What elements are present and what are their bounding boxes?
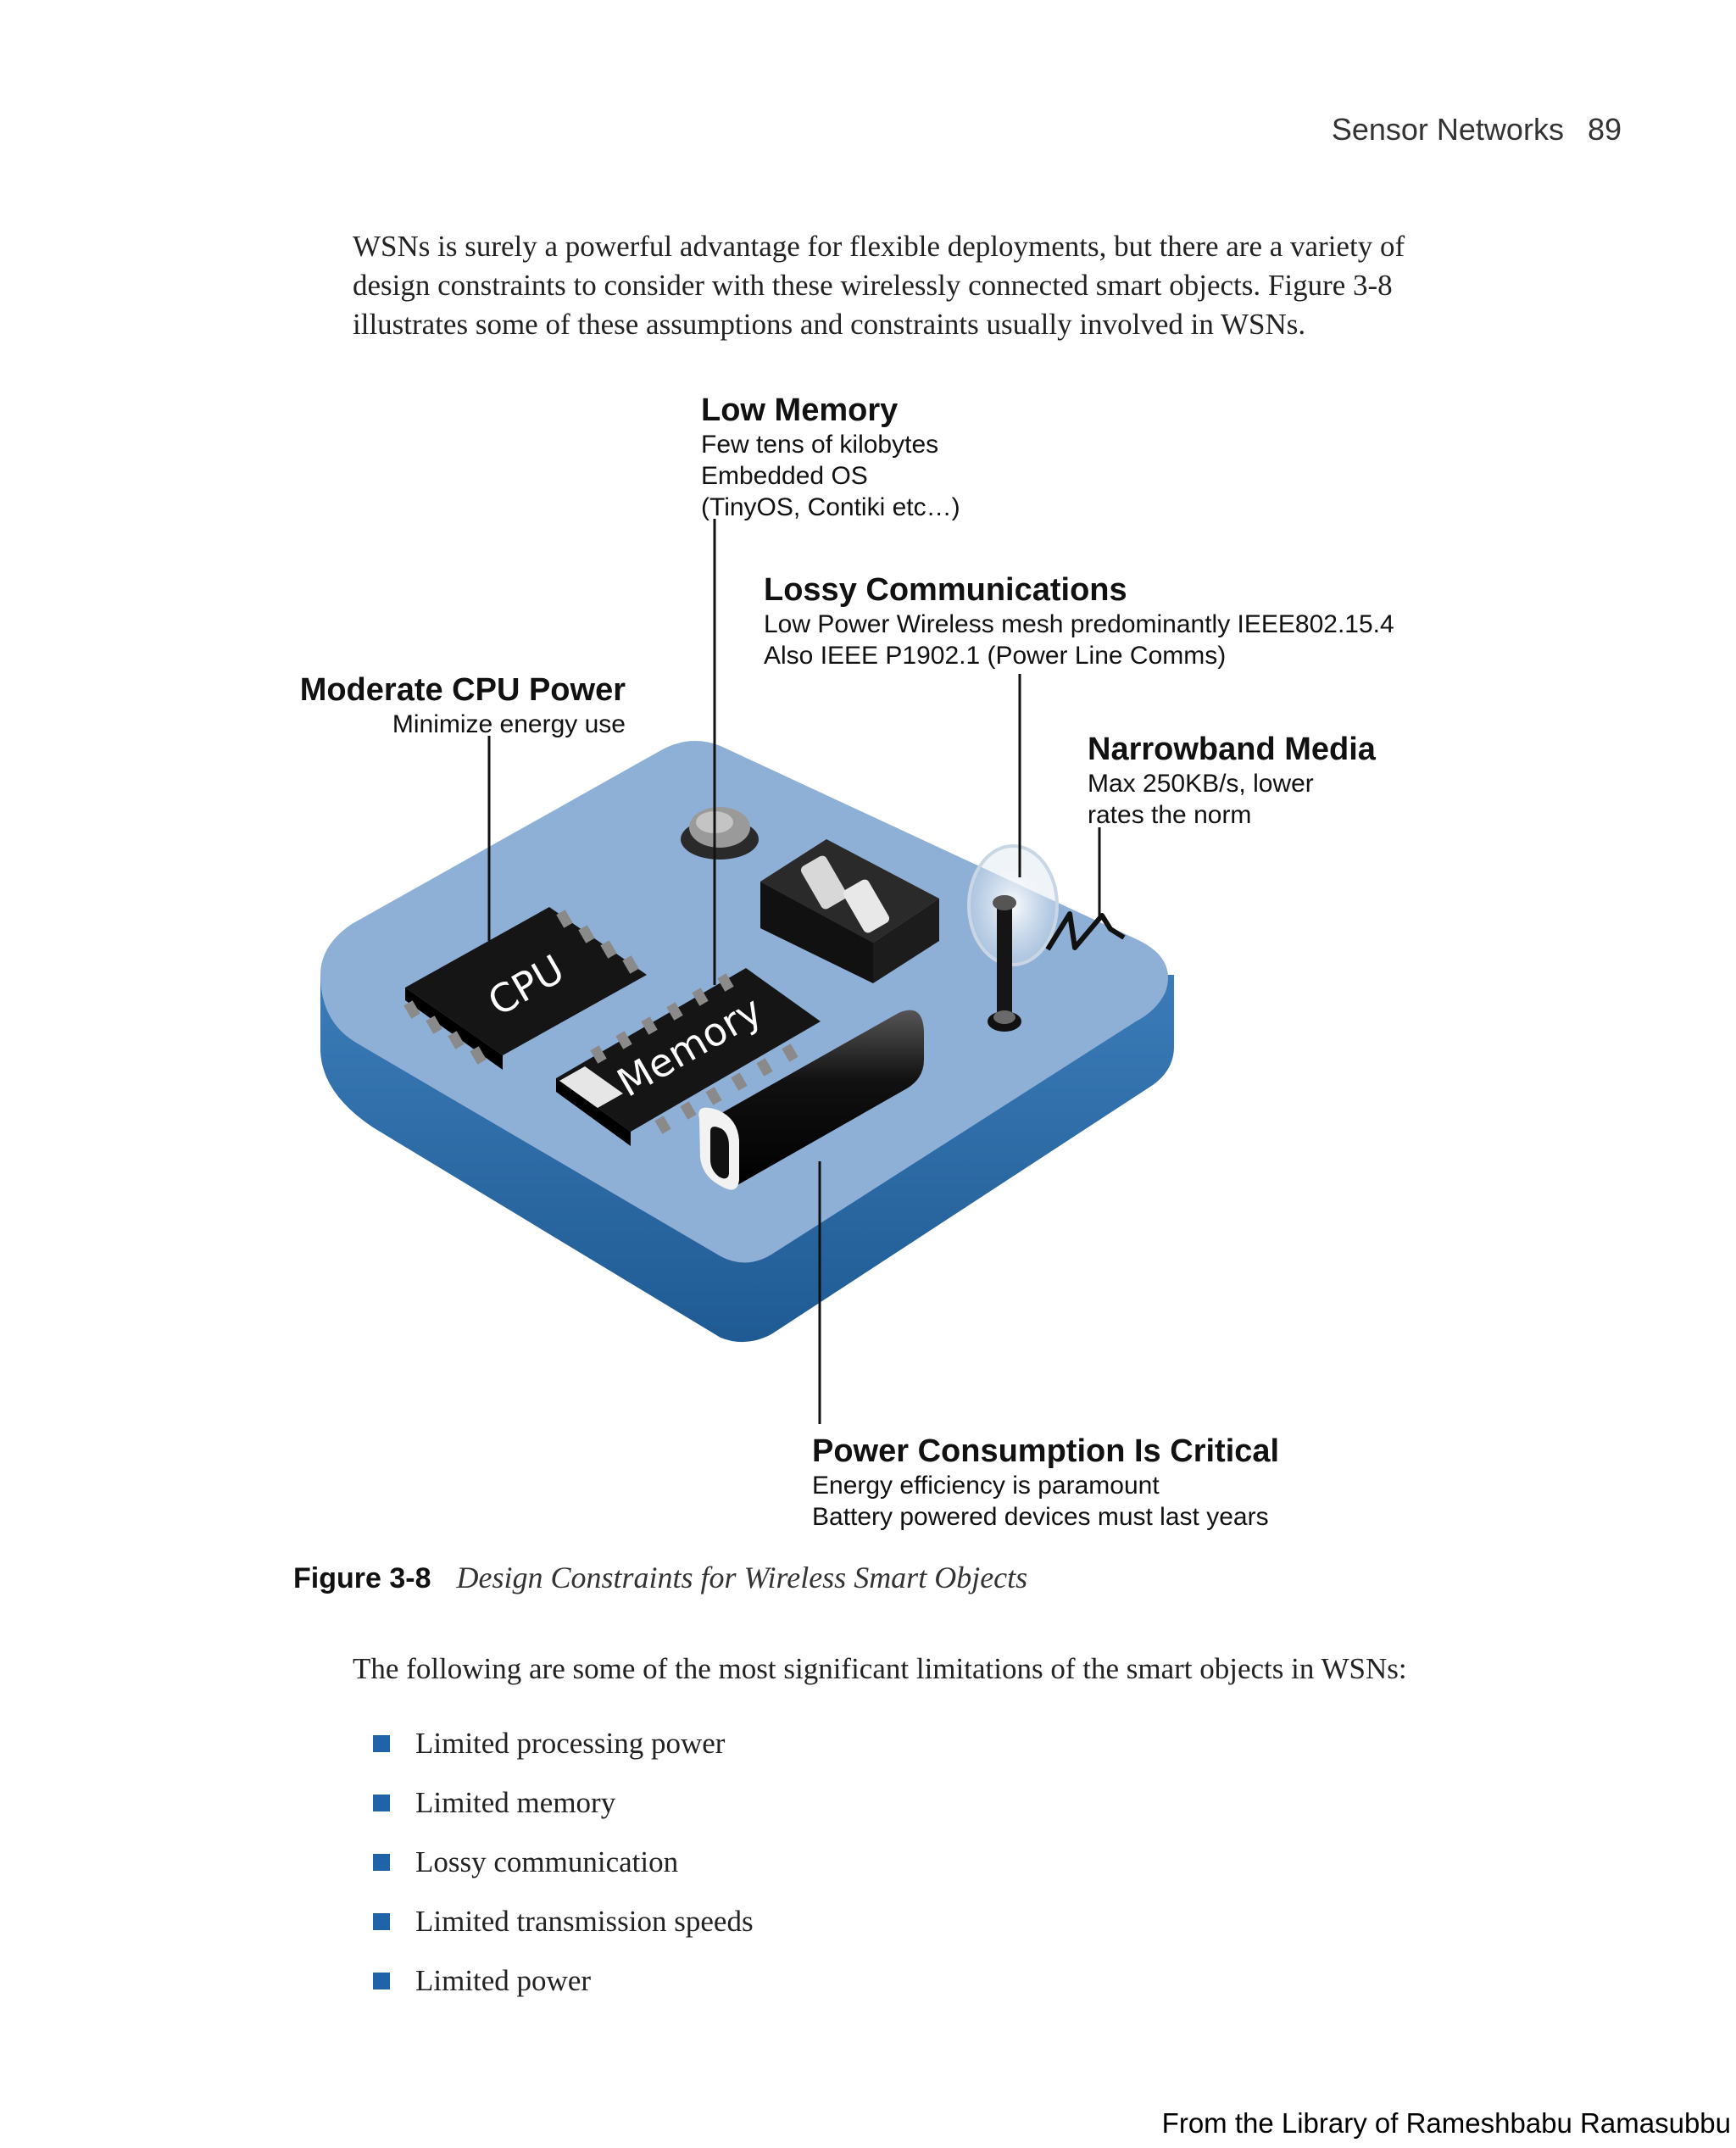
callout-line: (TinyOS, Contiki etc…) [701,493,960,521]
figure-caption: Figure 3-8 Design Constraints for Wireles… [293,1560,1027,1595]
callout-moderate-cpu-power: Moderate CPU Power Minimize energy use [254,671,626,740]
callout-line: Low Power Wireless mesh predominantly IE… [764,610,1394,638]
callout-title: Moderate CPU Power [299,672,626,708]
list-item: Limited transmission speeds [373,1892,754,1951]
bullet-square-icon [373,1854,390,1871]
antenna-wave [1045,911,1126,951]
callout-power-consumption: Power Consumption Is Critical Energy eff… [812,1433,1279,1533]
list-item-text: Limited power [415,1964,592,1997]
list-item: Limited memory [373,1773,754,1833]
callout-line: Energy efficiency is paramount [812,1472,1160,1500]
bullet-square-icon [373,1795,390,1811]
cpu-chip: CPU [403,907,647,1070]
callout-narrowband-media: Narrowband Media Max 250KB/s, lower rate… [1088,731,1376,831]
callout-title: Low Memory [701,392,899,428]
intro-paragraph: WSNs is surely a powerful advantage for … [353,230,1405,341]
callout-line: Battery powered devices must last years [812,1503,1269,1531]
callout-line: Max 250KB/s, lower [1088,770,1314,798]
list-item-text: Limited transmission speeds [415,1905,754,1938]
page-number: 89 [1587,112,1622,147]
list-item-text: Limited memory [415,1786,616,1819]
figure-title: Design Constraints for Wireless Smart Ob… [456,1561,1028,1594]
bullet-square-icon [373,1735,390,1752]
list-item: Limited processing power [373,1714,754,1773]
lead-paragraph: The following are some of the most signi… [353,1652,1407,1685]
list-item: Lossy communication [373,1833,754,1892]
callout-line: Embedded OS [701,462,868,490]
callout-line: Also IEEE P1902.1 (Power Line Comms) [764,642,1227,670]
limitations-list: Limited processing power Limited memory … [373,1714,754,2011]
battery [698,1010,924,1190]
callout-line: Minimize energy use [392,710,626,738]
bullet-square-icon [373,1913,390,1930]
memory-chip: Memory [556,968,821,1146]
header-section: Sensor Networks [1331,112,1564,147]
running-header: Sensor Networks 89 [1332,112,1622,147]
callout-title: Power Consumption Is Critical [812,1433,1280,1469]
callout-lossy-communications: Lossy Communications Low Power Wireless … [764,571,1394,671]
antenna [967,844,1059,1032]
callout-title: Narrowband Media [1088,732,1376,767]
callout-line: rates the norm [1088,801,1252,829]
bullet-square-icon [373,1973,390,1989]
callout-line: Few tens of kilobytes [701,431,939,459]
list-item-text: Lossy communication [415,1845,679,1878]
figure-number: Figure 3-8 [293,1562,431,1594]
list-item: Limited power [373,1951,754,2011]
list-item-text: Limited processing power [415,1727,726,1760]
library-footer: From the Library of Rameshbabu Ramasubbu [1161,2107,1731,2139]
callout-title: Lossy Communications [764,572,1127,608]
callout-low-memory: Low Memory Few tens of kilobytes Embedde… [701,392,960,523]
dip-switch [760,839,939,983]
